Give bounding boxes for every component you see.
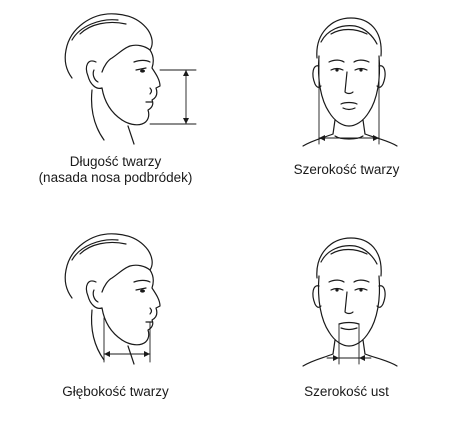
profile-head-depth-illustration	[0, 218, 231, 368]
figure-face-depth: Głębokość twarzy	[0, 218, 231, 436]
caption-face-depth: Głębokość twarzy	[0, 384, 231, 400]
caption-face-length: Długość twarzy (nasada nosa podbródek)	[0, 154, 231, 186]
figure-face-length: Długość twarzy (nasada nosa podbródek)	[0, 0, 231, 218]
caption-mouth-width: Szerokość ust	[231, 384, 462, 400]
front-head-width-illustration	[231, 0, 462, 150]
profile-head-length-illustration	[0, 0, 231, 150]
front-head-mouth-width-illustration	[231, 218, 462, 368]
figure-face-width: Szerokość twarzy	[231, 0, 462, 218]
figure-mouth-width: Szerokość ust	[231, 218, 462, 436]
caption-face-width: Szerokość twarzy	[231, 162, 462, 178]
